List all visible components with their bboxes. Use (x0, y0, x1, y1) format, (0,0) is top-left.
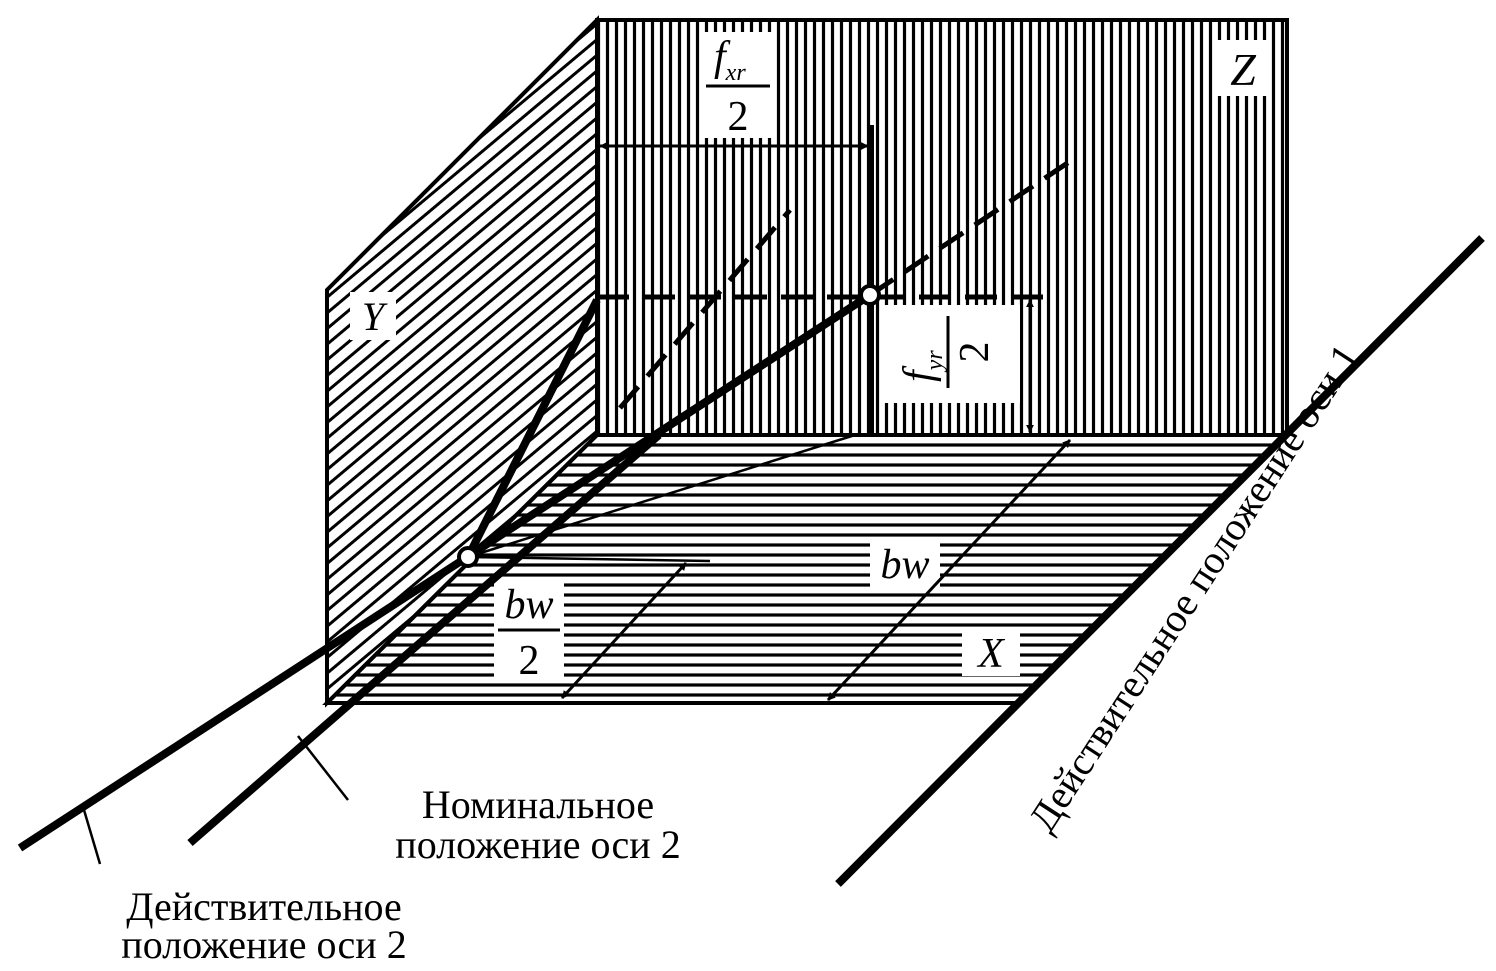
z-label-box (1215, 40, 1271, 96)
floor-thin-line-b (467, 555, 711, 563)
floor-thin-line-a (467, 433, 856, 559)
plane-y-label: Y (362, 294, 388, 339)
bw-full-dimension-arrow (826, 438, 1072, 702)
bw-half-label-box (494, 582, 564, 682)
fxr-label-denominator: 2 (728, 94, 749, 140)
plane-z-label: Z (1230, 44, 1256, 95)
bw-half-label-numerator: bw (504, 582, 553, 628)
bw-half-dimension-arrow (560, 561, 688, 700)
actual-axis2-caption-line2: положение оси 2 (121, 922, 406, 967)
actual-axis2-caption-line1: Действительное (126, 884, 402, 929)
axis-x-label: X (976, 631, 1006, 677)
fyr-label-box (880, 305, 1020, 403)
nominal-axis2-leader (297, 735, 349, 801)
bw-full-label: bw (880, 542, 929, 588)
actual-axis1-line (835, 235, 1485, 887)
thick-link-line (464, 298, 601, 559)
axis-point-lower (457, 546, 479, 568)
nominal-axis2-caption-line1: Номинальное (422, 782, 654, 827)
actual-axis2-leader (82, 809, 102, 865)
nominal-axis2-caption-line2: положение оси 2 (395, 822, 680, 867)
axis-point-upper (859, 284, 881, 306)
fyr-label-denominator: 2 (952, 342, 998, 363)
dashed-diagonal-left (618, 208, 792, 410)
actual-axis2-line (17, 291, 873, 852)
nominal-axis2-line (187, 431, 662, 847)
bw-half-label-denominator: 2 (519, 638, 540, 684)
y-label-box (350, 292, 396, 340)
